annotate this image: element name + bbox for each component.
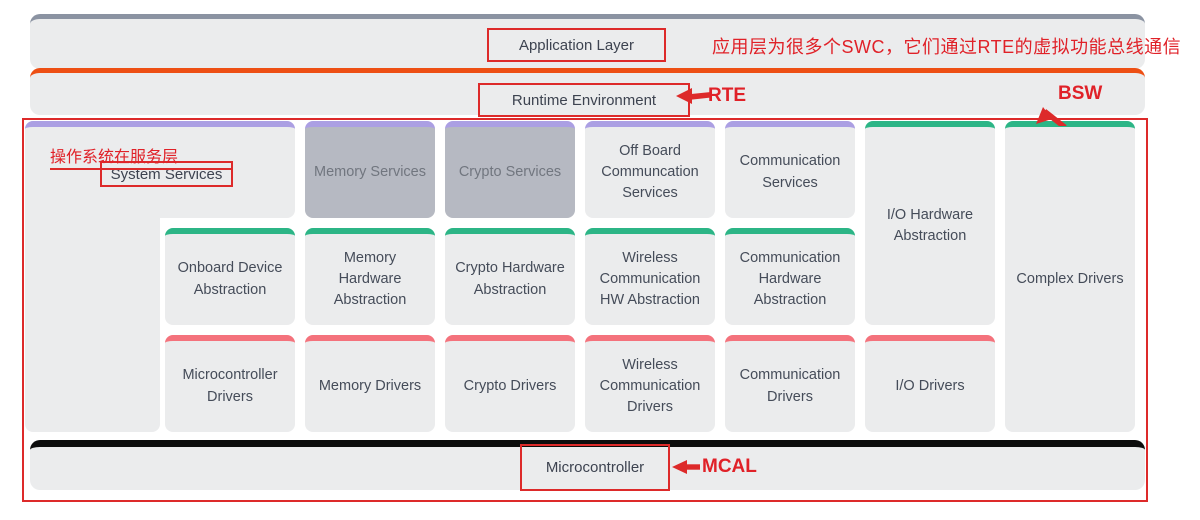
block-io-drivers: I/O Drivers [865,335,995,432]
mcal-annotation: MCAL [702,456,757,477]
block-wireless-communication-hw-abstraction: Wireless Communication HW Abstraction [585,228,715,325]
block-io-hardware-abstraction: I/O Hardware Abstraction [865,121,995,325]
bsw-arrow-icon [1036,107,1067,126]
application-layer-annotation: 应用层为很多个SWC，它们通过RTE的虚拟功能总线通信 [712,37,1182,57]
block-crypto-drivers: Crypto Drivers [445,335,575,432]
block-communication-services: Communication Services [725,121,855,218]
block-memory-services: Memory Services [305,121,435,218]
microcontroller-label: Microcontroller [545,459,645,476]
block-wireless-communication-drivers: Wireless Communication Drivers [585,335,715,432]
block-complex-drivers: Complex Drivers [1005,121,1135,432]
microcontroller-bar [30,440,1145,490]
block-communication-drivers: Communication Drivers [725,335,855,432]
block-offboard-communication-services: Off Board Communcation Services [585,121,715,218]
block-memory-hardware-abstraction: Memory Hardware Abstraction [305,228,435,325]
bsw-frame [22,118,1148,502]
runtime-environment-highlight-box: Runtime Environment [478,83,690,117]
block-crypto-hardware-abstraction: Crypto Hardware Abstraction [445,228,575,325]
runtime-environment-label: Runtime Environment [511,91,657,109]
block-crypto-services: Crypto Services [445,121,575,218]
runtime-environment-bar [30,68,1145,115]
block-onboard-device-abstraction: Onboard Device Abstraction [165,228,295,325]
bsw-annotation: BSW [1058,83,1103,104]
rte-arrow-icon [676,88,710,104]
mcal-arrow-icon [672,460,700,474]
block-microcontroller-drivers: Microcontroller Drivers [165,335,295,432]
application-layer-bar [30,14,1145,69]
block-memory-drivers: Memory Drivers [305,335,435,432]
application-layer-highlight-box: Application Layer [487,28,666,62]
os-annotation: 操作系统在服务层 [50,143,233,170]
application-layer-label: Application Layer [518,36,635,54]
block-communication-hardware-abstraction: Communication Hardware Abstraction [725,228,855,325]
rte-annotation: RTE [708,85,746,106]
microcontroller-highlight-box: Microcontroller [520,444,670,491]
